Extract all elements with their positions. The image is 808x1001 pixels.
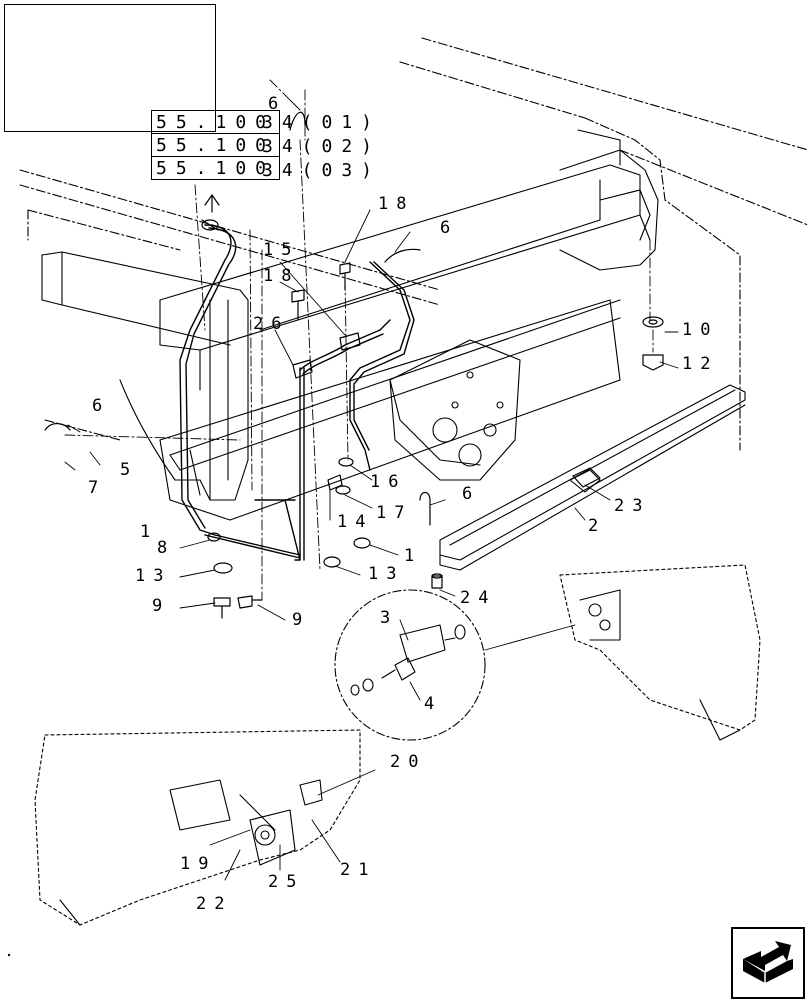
callout-label: 6: [440, 218, 459, 238]
callout-label: 1: [140, 522, 159, 542]
next-page-arrow-icon: [743, 941, 793, 983]
callout-label: 18: [378, 194, 415, 214]
callout-label: 4: [424, 694, 443, 714]
callout-label: 7: [88, 478, 107, 498]
callout-label: 9: [292, 610, 311, 630]
callout-label: 16: [370, 472, 407, 492]
reference-code[interactable]: 55.100: [150, 110, 281, 134]
alignment-phantom-lines: [64, 79, 654, 601]
harness-connector: [201, 194, 220, 231]
callout-label: 3: [380, 608, 399, 628]
reference-row[interactable]: 55.100: [150, 110, 281, 134]
reference-row[interactable]: 55.100: [150, 133, 281, 157]
callout-label: 15: [263, 240, 300, 260]
mounting-bar-item-2: [439, 384, 746, 571]
channel-beam: [159, 299, 621, 521]
reference-suffix: 34(01): [262, 112, 382, 133]
callout-label: 8: [157, 538, 176, 558]
callout-label: 26: [253, 314, 290, 334]
callout-label: 1: [404, 546, 423, 566]
reference-row[interactable]: 55.100: [150, 156, 281, 180]
callout-label: 19: [180, 854, 217, 874]
callout-label: 22: [196, 894, 233, 914]
hardware-parts: [44, 111, 664, 619]
callout-label: 2: [588, 516, 607, 536]
left-side-panel: [41, 251, 249, 501]
callout-label: 9: [152, 596, 171, 616]
callout-label: 6: [92, 396, 111, 416]
callout-label: 18: [263, 266, 300, 286]
right-lower-assembly: [559, 564, 761, 741]
reference-table: 55.100 55.100 55.100: [150, 110, 281, 180]
reference-code[interactable]: 55.100: [150, 133, 281, 157]
callout-label: 6: [268, 94, 287, 114]
reference-suffix: 34(02): [262, 136, 382, 157]
callout-label: 20: [390, 752, 427, 772]
left-lower-assembly: [34, 729, 361, 926]
callout-label: 23: [614, 496, 651, 516]
end-bracket: [559, 129, 659, 271]
callout-label: 5: [120, 460, 139, 480]
callout-label: 6: [462, 484, 481, 504]
reference-suffix: 34(03): [262, 160, 382, 181]
callout-label: 21: [340, 860, 377, 880]
gearbox-housing: [389, 339, 521, 481]
page-specks: [7, 953, 11, 957]
callout-label: 24: [460, 588, 497, 608]
callout-label: 13: [135, 566, 172, 586]
callout-label: 25: [268, 872, 305, 892]
callout-label: 14: [337, 512, 374, 532]
callout-label: 10: [682, 320, 719, 340]
lower-leaders: [209, 769, 376, 881]
callout-label: 17: [376, 503, 413, 523]
upper-frame-phantom: [19, 37, 808, 451]
detail-circle: [334, 589, 486, 741]
callout-label: 13: [368, 564, 405, 584]
leader-lines: [64, 99, 679, 701]
wiring-harness: [179, 224, 415, 561]
next-page-button[interactable]: [731, 927, 805, 999]
callout-label: 12: [682, 354, 719, 374]
reference-code[interactable]: 55.100: [150, 156, 281, 180]
